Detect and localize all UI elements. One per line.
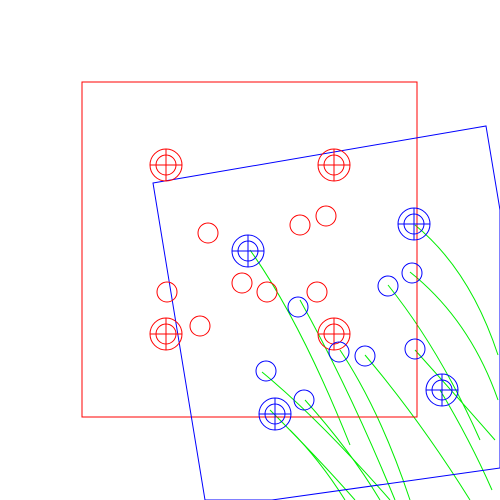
track-curve-7 [364,354,471,500]
blue-fiducial-4 [258,397,292,431]
track-curve-5 [299,299,396,500]
red-fiducial-top-left [149,148,183,182]
track-curve-2 [269,409,356,500]
red-fiducial-top-right [317,148,351,182]
transformed-frame [152,125,500,500]
blue-hole-7 [255,360,277,382]
red-hole-2 [289,214,311,236]
track-curve-1 [249,249,351,446]
red-hole-3 [315,205,337,227]
track-curve-12 [414,349,496,441]
blue-hole-4 [328,341,350,363]
blue-fiducial-3 [425,373,459,407]
blue-hole-5 [354,345,376,367]
blue-hole-2 [377,275,399,297]
red-hole-1 [197,222,219,244]
track-curve-6 [339,349,411,500]
track-curve-11 [414,224,499,356]
track-curve-8 [304,399,381,500]
reference-frame [81,81,418,418]
red-fiducial-bottom-left [149,317,183,351]
track-curve-10 [409,271,499,401]
blue-hole-3 [287,296,309,318]
blue-hole-8 [293,389,315,411]
track-curve-3 [289,429,346,500]
red-fiducial-bottom-right [317,317,351,351]
track-curve-4 [261,371,391,500]
blue-fiducial-1 [231,234,265,268]
track-curve-13 [439,389,493,491]
red-hole-6 [256,281,278,303]
red-hole-4 [156,281,178,303]
red-hole-8 [189,315,211,337]
blue-hole-1 [401,262,423,284]
red-hole-5 [231,272,253,294]
track-curve-9 [387,284,481,441]
red-hole-7 [306,281,328,303]
blue-fiducial-2 [397,207,431,241]
blue-hole-6 [404,338,426,360]
